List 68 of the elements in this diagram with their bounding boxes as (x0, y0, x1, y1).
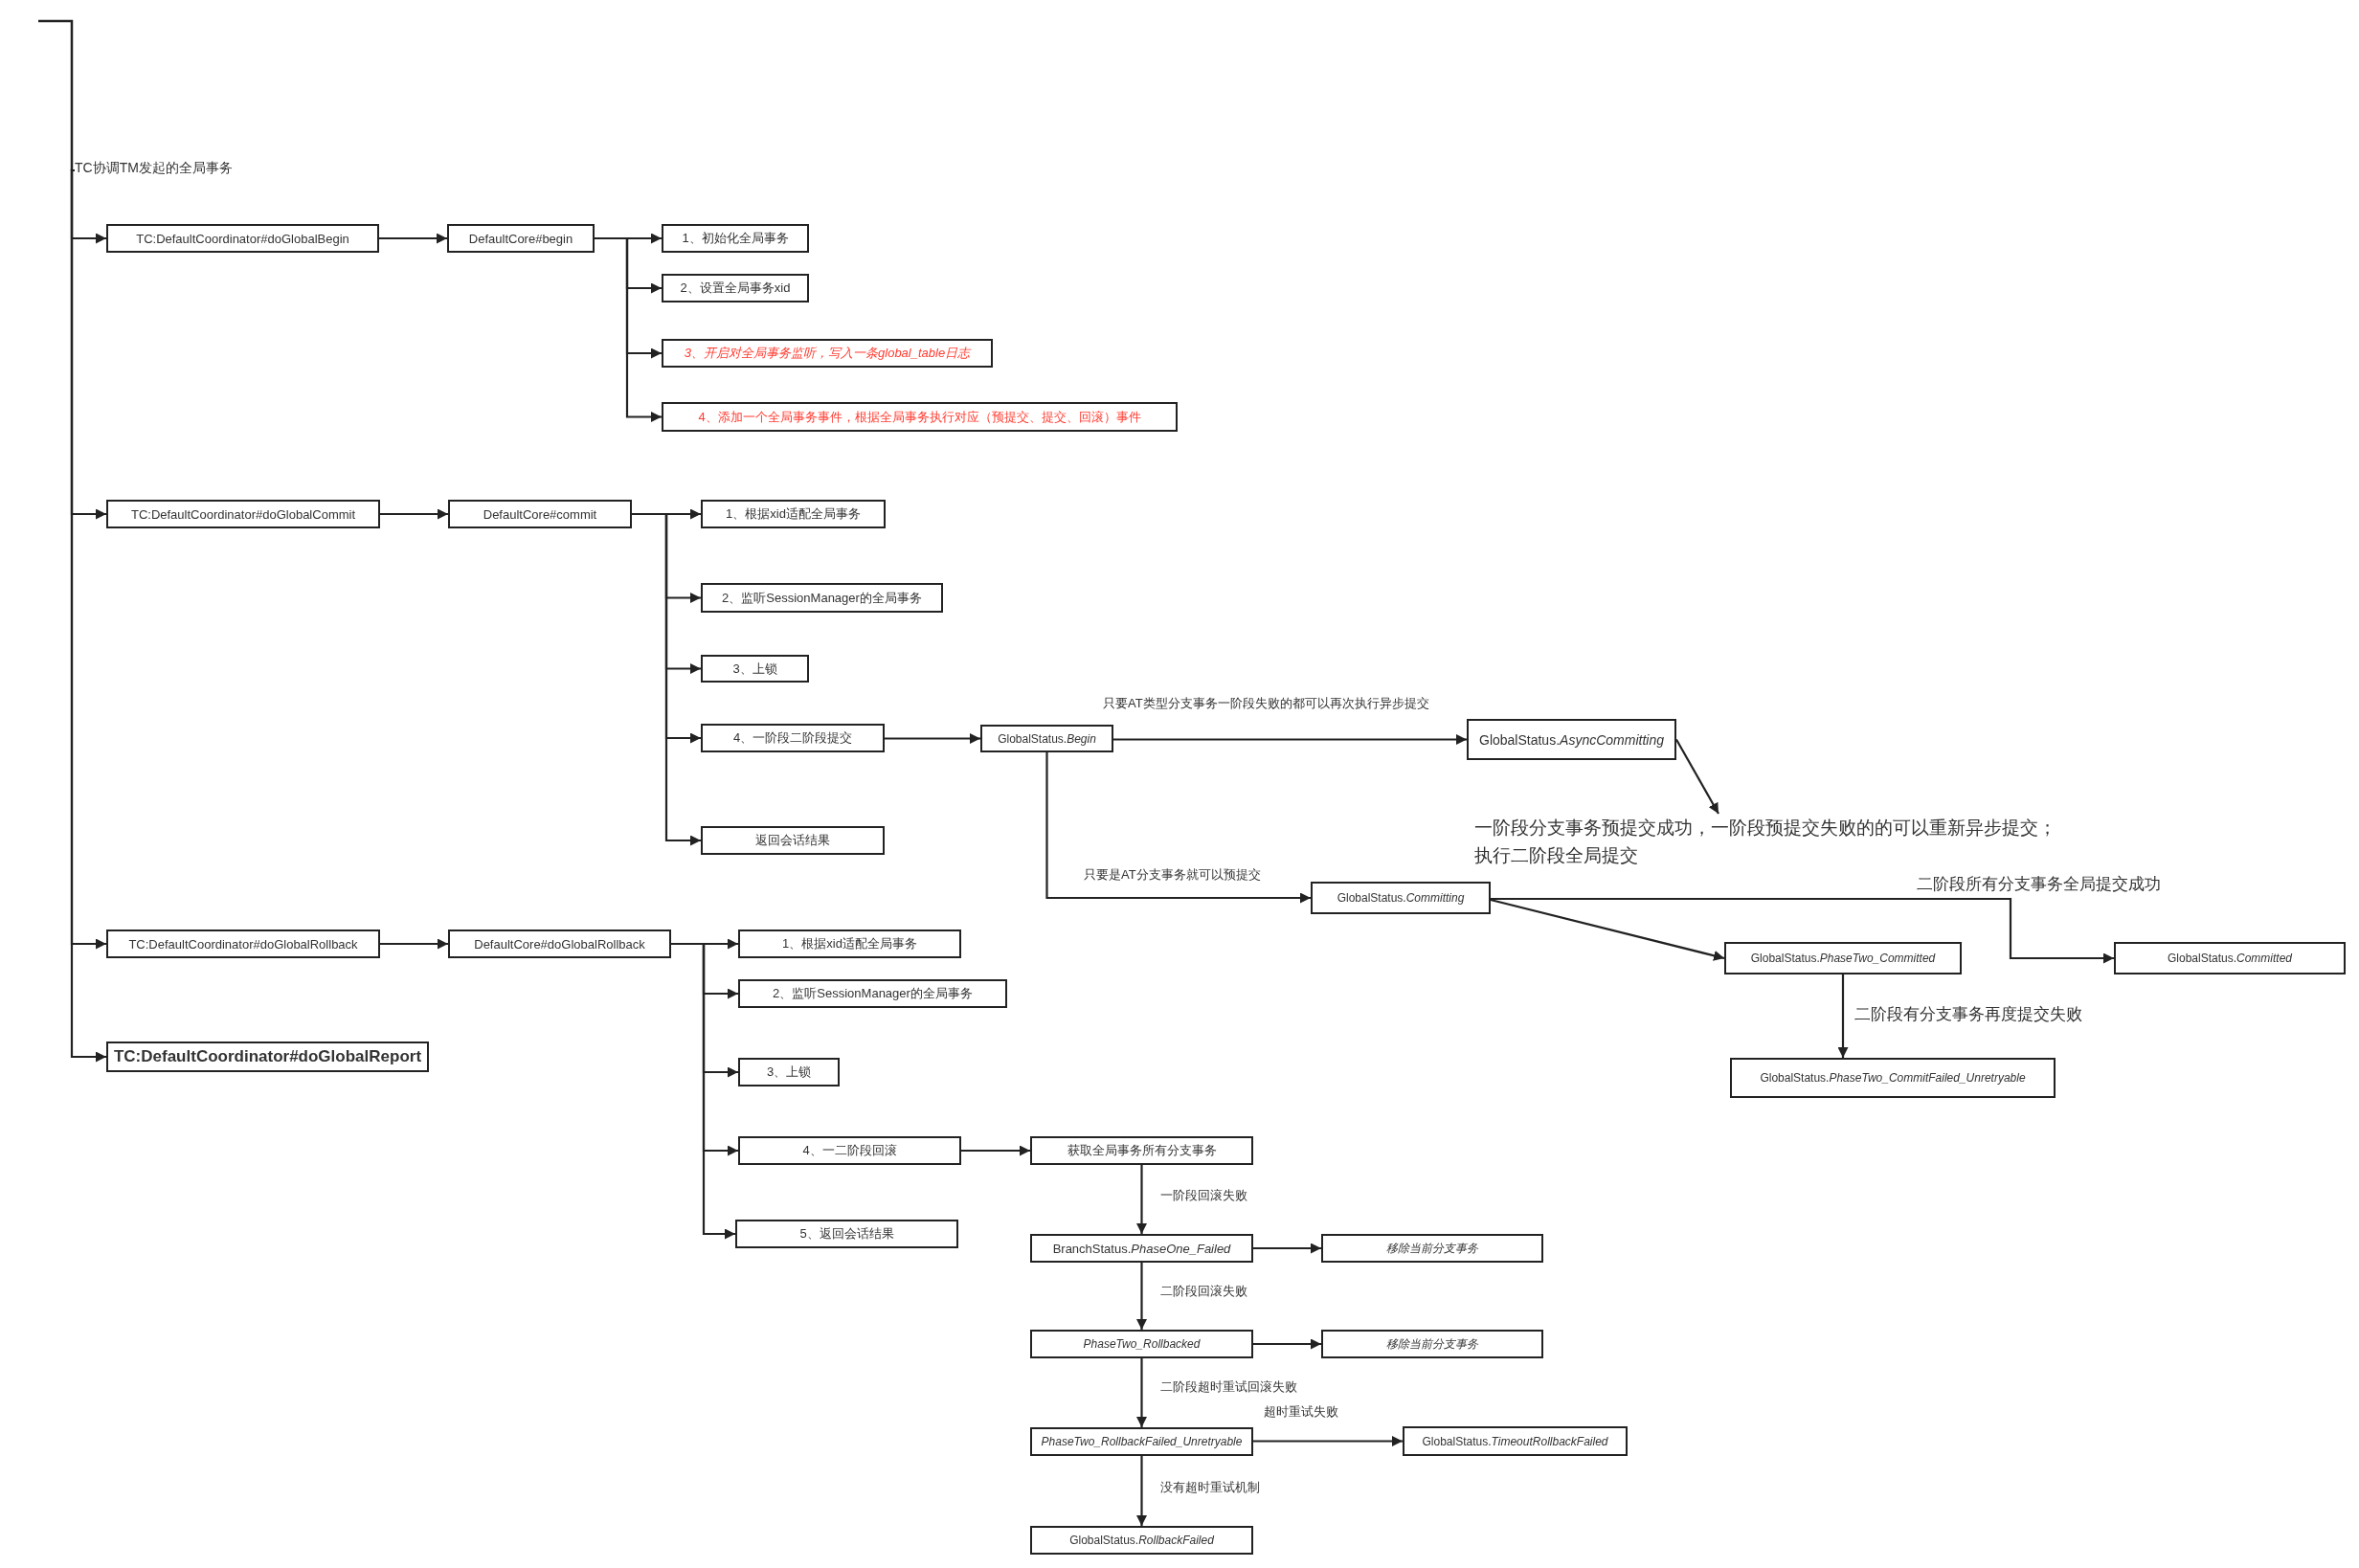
process-box: PhaseTwo_Rollbacked (1030, 1330, 1253, 1358)
process-box: DefaultCore#commit (448, 500, 632, 528)
arrow (380, 938, 448, 950)
process-box: TC:DefaultCoordinator#doGlobalRollback (106, 930, 380, 958)
arrow (1136, 1358, 1147, 1427)
arrow (1253, 1243, 1321, 1254)
process-box: TC:DefaultCoordinator#doGlobalReport (106, 1042, 429, 1072)
edge-label: 只要是AT分支事务就可以预提交 (1082, 866, 1263, 884)
process-box: 3、开启对全局事务监听，写入一条global_table日志 (662, 339, 993, 368)
process-box: 获取全局事务所有分支事务 (1030, 1136, 1253, 1165)
process-box: GlobalStatus.PhaseTwo_Committed (1724, 942, 1962, 974)
process-box: GlobalStatus.PhaseTwo_CommitFailed_Unretryable (1730, 1058, 2056, 1098)
process-box: GlobalStatus.Committing (1311, 882, 1491, 914)
edge-label: 二阶段超时重试回滚失败 (1158, 1378, 1299, 1396)
process-box: 移除当前分支事务 (1321, 1234, 1543, 1263)
note-text: 一阶段分支事务预提交成功，一阶段预提交失败的的可以重新异步提交； (1474, 817, 2057, 840)
process-box: 1、根据xid适配全局事务 (738, 930, 961, 958)
process-box: GlobalStatus.Committed (2114, 942, 2346, 974)
edge-label: 超时重试失败 (1262, 1403, 1340, 1421)
arrow (1490, 898, 1725, 961)
edge-label: 一阶段回滚失败 (1158, 1187, 1249, 1204)
process-box: GlobalStatus.TimeoutRollbackFailed (1403, 1426, 1628, 1456)
process-box: DefaultCore#begin (447, 224, 595, 253)
arrow (1837, 974, 1849, 1058)
process-box: 4、一二阶段回滚 (738, 1136, 961, 1165)
edge-label: 二阶段回滚失败 (1158, 1283, 1249, 1300)
process-box: 3、上锁 (701, 655, 809, 683)
process-box: GlobalStatus.RollbackFailed (1030, 1526, 1253, 1555)
process-box: TC:DefaultCoordinator#doGlobalCommit (106, 500, 380, 528)
process-box: GlobalStatus.Begin (980, 725, 1113, 752)
process-box: 2、设置全局事务xid (662, 274, 809, 302)
process-box: PhaseTwo_RollbackFailed_Unretryable (1030, 1427, 1253, 1456)
process-box: 移除当前分支事务 (1321, 1330, 1543, 1358)
process-box: 2、监听SessionManager的全局事务 (701, 583, 943, 613)
arrow (885, 733, 980, 744)
process-box: DefaultCore#doGlobalRollback (448, 930, 671, 958)
edge-label: 没有超时重试机制 (1158, 1479, 1262, 1496)
arrow (1136, 1456, 1147, 1526)
arrow (1045, 752, 1311, 904)
edge-label: 二阶段所有分支事务全局提交成功 (1915, 873, 2163, 895)
arrow (1491, 897, 2114, 964)
process-box: BranchStatus.PhaseOne_Failed (1030, 1234, 1253, 1263)
process-box: 5、返回会话结果 (735, 1220, 958, 1248)
process-box: 4、添加一个全局事务事件，根据全局事务执行对应（预提交、提交、回滚）事件 (662, 402, 1178, 432)
process-box: 返回会话结果 (701, 826, 885, 855)
note-text: 执行二阶段全局提交 (1474, 844, 1639, 868)
arrow (961, 1145, 1030, 1156)
arrow (595, 236, 662, 422)
process-box: GlobalStatus.AsyncCommitting (1467, 719, 1676, 760)
arrow (1675, 738, 1719, 815)
arrow (1136, 1263, 1147, 1330)
process-box: 3、上锁 (738, 1058, 840, 1086)
edge-label: 只要AT类型分支事务一阶段失败的都可以再次执行异步提交 (1101, 695, 1431, 712)
root-label: TC协调TM发起的全局事务 (75, 159, 234, 177)
process-box: 4、一阶段二阶段提交 (701, 724, 885, 752)
process-box: TC:DefaultCoordinator#doGlobalBegin (106, 224, 379, 253)
edge-label: 二阶段有分支事务再度提交失败 (1853, 1003, 2084, 1025)
arrow (1113, 734, 1467, 745)
arrow (1136, 1165, 1147, 1234)
arrow (671, 942, 735, 1240)
process-box: 1、根据xid适配全局事务 (701, 500, 886, 528)
process-box: 1、初始化全局事务 (662, 224, 809, 253)
arrow (1253, 1436, 1403, 1446)
arrow (380, 508, 448, 520)
arrow (632, 512, 701, 846)
arrow (379, 233, 447, 244)
arrow (1253, 1338, 1321, 1350)
process-box: 2、监听SessionManager的全局事务 (738, 979, 1007, 1008)
